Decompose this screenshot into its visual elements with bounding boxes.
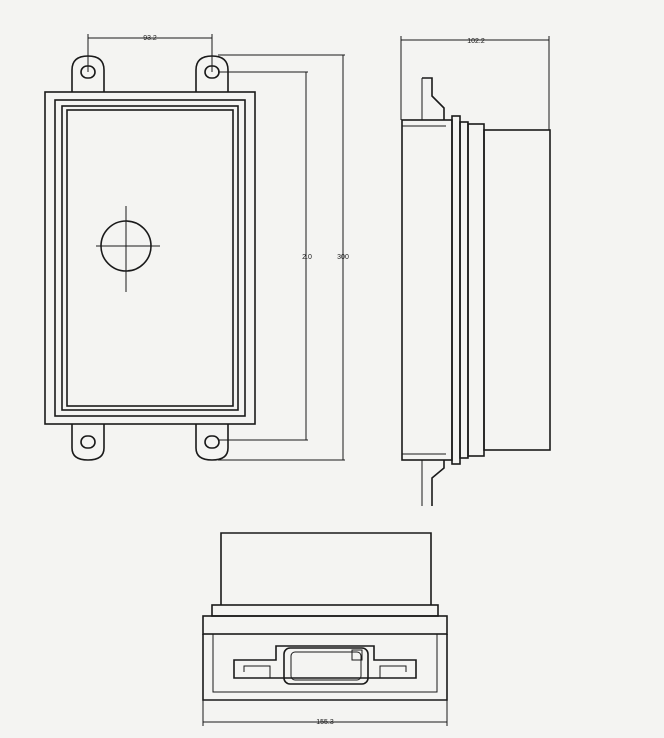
dim-label-inner-height: 2.0 (302, 254, 312, 261)
bottom-base-inner (212, 634, 438, 693)
side-view: 102.2 (400, 36, 551, 506)
bottom-plate-2 (202, 615, 448, 635)
mount-tab-bottom-right (195, 424, 229, 461)
side-ring-3 (467, 123, 485, 457)
bottom-component (283, 647, 369, 685)
dim-label-top-hole-spacing: 93.2 (143, 35, 157, 42)
dim-inner-height: 2.0 (302, 72, 312, 440)
bottom-recess (233, 645, 417, 679)
dim-overall-height: 300 (337, 55, 349, 460)
bottom-component-inner (290, 651, 362, 681)
front-view: 93.2 2.0 300 (44, 34, 349, 461)
dim-label-side-depth: 102.2 (467, 38, 485, 45)
side-flange-bottom (431, 460, 445, 506)
dim-label-overall-height: 300 (337, 254, 349, 261)
mount-hole-bottom-left (80, 435, 96, 449)
front-frame-inset-2 (61, 105, 239, 411)
front-frame-inset-1 (54, 99, 246, 417)
bottom-component-clip (351, 649, 363, 661)
front-outer-frame (44, 91, 256, 425)
bottom-plate-1 (211, 604, 439, 617)
dim-top-hole-spacing: 93.2 (87, 34, 213, 72)
side-flange-top (422, 77, 445, 120)
bottom-recess-inner (243, 665, 407, 678)
dim-side-depth: 102.2 (400, 36, 550, 130)
mount-hole-bottom-right (204, 435, 220, 449)
bottom-base-body (202, 634, 448, 701)
side-front-cover (483, 129, 551, 451)
side-ring-2 (459, 121, 469, 459)
mount-tab-bottom-left (71, 424, 105, 461)
front-frame-inset-3 (66, 109, 234, 407)
side-back-plate (401, 119, 453, 461)
bottom-top-cover (220, 532, 432, 605)
side-ring-1 (451, 115, 461, 465)
bottom-view: 155.3 (202, 532, 448, 726)
dim-label-bottom-width: 155.3 (316, 719, 334, 726)
dim-bottom-width: 155.3 (202, 700, 448, 726)
